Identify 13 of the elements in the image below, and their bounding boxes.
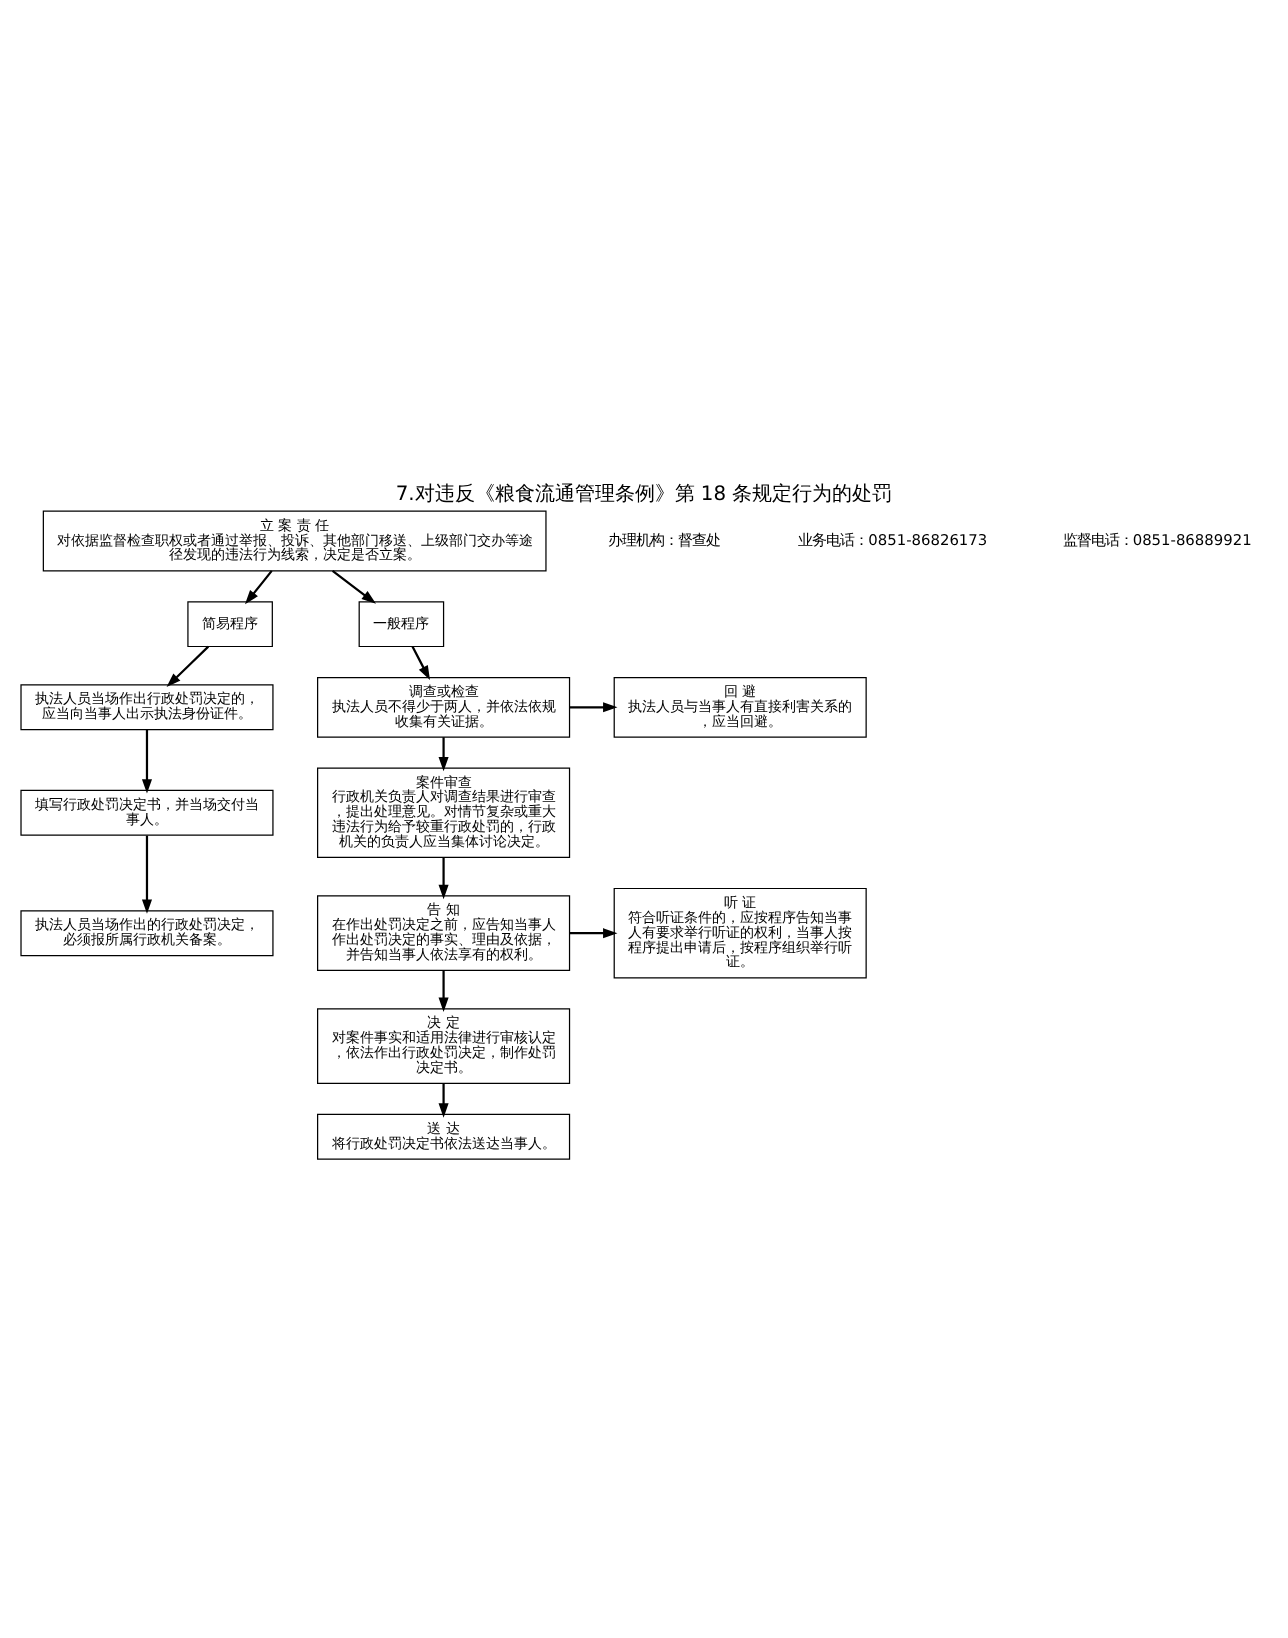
arrow (166, 645, 210, 688)
arrow (411, 646, 430, 681)
arrow (141, 835, 153, 914)
arrow (331, 570, 376, 604)
arrow (438, 970, 449, 1012)
arrow (569, 702, 618, 713)
arrow (438, 857, 449, 900)
diagram-title: 7.对违反《粮食流通管理条例》第 18 条规定行为的处罚 (395, 483, 893, 506)
arrow (245, 570, 273, 605)
arrow (141, 729, 153, 794)
arrow (569, 928, 618, 939)
arrow (438, 1083, 449, 1118)
arrow (438, 737, 449, 772)
